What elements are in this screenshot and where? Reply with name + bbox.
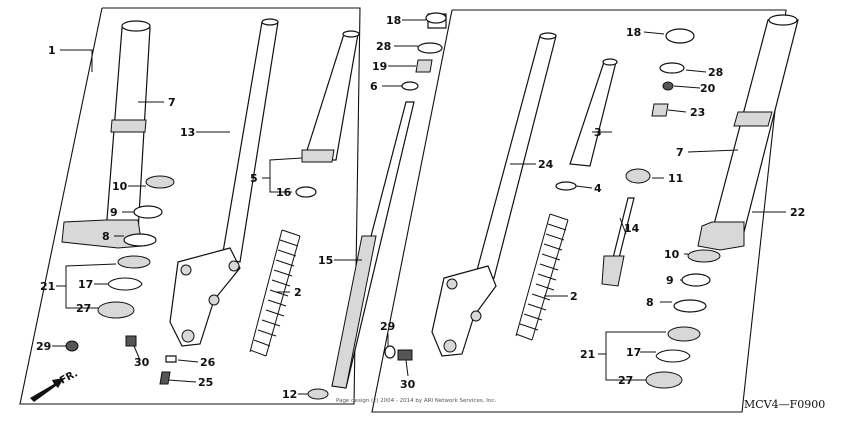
callout-21-right: 21 xyxy=(580,348,595,361)
callout-25: 25 xyxy=(198,376,213,389)
callout-7-right: 7 xyxy=(676,146,684,159)
callout-10-right: 10 xyxy=(664,248,680,261)
callout-4: 4 xyxy=(594,182,602,195)
callout-19: 19 xyxy=(372,60,387,73)
callout-28-left: 28 xyxy=(376,40,391,53)
copyright-notice: Page design (c) 2004 - 2014 by ARI Netwo… xyxy=(336,398,496,404)
callout-29-left: 29 xyxy=(36,340,51,353)
fork-slider-left xyxy=(169,18,279,347)
outer-fork-tube-right xyxy=(697,14,799,251)
callout-18-right: 18 xyxy=(626,26,641,39)
callout-27-right: 27 xyxy=(618,374,633,387)
outer-fork-tube-left xyxy=(61,20,151,249)
callout-9-left: 9 xyxy=(110,206,118,219)
callout-18-left: 18 xyxy=(386,14,401,27)
fork-spring-left xyxy=(249,229,301,357)
callout-30-left: 30 xyxy=(134,356,150,369)
small-parts-left xyxy=(65,12,447,400)
leader-lines xyxy=(52,19,786,395)
right-assembly-frame xyxy=(371,9,787,413)
callout-14: 14 xyxy=(624,222,640,235)
callout-9-right: 9 xyxy=(666,274,674,287)
callout-23: 23 xyxy=(690,106,705,119)
damper-cartridge-right xyxy=(601,197,635,287)
callout-29-right: 29 xyxy=(380,320,395,333)
callout-1: 1 xyxy=(48,44,56,57)
damper-cylinder-left xyxy=(301,30,360,163)
callout-15: 15 xyxy=(318,254,333,267)
callout-22: 22 xyxy=(790,206,805,219)
fork-slider-right xyxy=(431,32,557,357)
callout-20: 20 xyxy=(700,82,716,95)
callout-26: 26 xyxy=(200,356,216,369)
callout-30-right: 30 xyxy=(400,378,416,391)
front-direction-arrow: FR. xyxy=(30,368,80,402)
left-assembly-frame xyxy=(19,7,361,405)
callout-12: 12 xyxy=(282,388,297,401)
callout-5: 5 xyxy=(250,172,258,185)
callout-2-right: 2 xyxy=(570,290,578,303)
callout-21-left: 21 xyxy=(40,280,55,293)
diagram-code: MCV4—F0900 xyxy=(744,398,825,411)
callout-17-right: 17 xyxy=(626,346,641,359)
callout-11: 11 xyxy=(668,172,683,185)
callout-24: 24 xyxy=(538,158,554,171)
callout-6: 6 xyxy=(370,80,378,93)
callout-10-left: 10 xyxy=(112,180,128,193)
callout-16: 16 xyxy=(276,186,292,199)
callout-28-right: 28 xyxy=(708,66,723,79)
callout-8-right: 8 xyxy=(646,296,654,309)
callout-13: 13 xyxy=(180,126,195,139)
callout-17-left: 17 xyxy=(78,278,93,291)
front-direction-label: FR. xyxy=(58,368,80,386)
fork-pipe-left xyxy=(331,101,415,389)
damper-cylinder-right xyxy=(569,58,618,167)
callout-8-left: 8 xyxy=(102,230,110,243)
callout-3: 3 xyxy=(594,126,602,139)
fork-spring-right xyxy=(515,213,569,341)
callout-27-left: 27 xyxy=(76,302,91,315)
callout-2-left: 2 xyxy=(294,286,302,299)
small-parts-right xyxy=(384,28,721,389)
callout-numbers: 1 7 13 18 28 19 6 5 16 10 9 8 21 17 27 2… xyxy=(36,14,805,401)
callout-7-left: 7 xyxy=(168,96,176,109)
